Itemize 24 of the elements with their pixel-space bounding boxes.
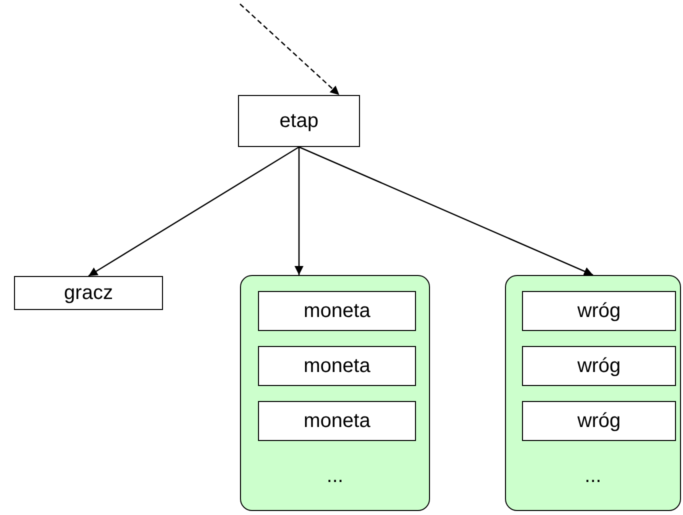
entity-label: gracz bbox=[64, 282, 113, 304]
ellipsis-text: ... bbox=[584, 465, 602, 488]
entity-label: wróg bbox=[577, 354, 621, 378]
container-panel bbox=[240, 275, 430, 511]
entity-box bbox=[522, 346, 676, 386]
entity-box bbox=[258, 346, 416, 386]
entity-label: moneta bbox=[304, 354, 370, 378]
entity-label: etap bbox=[280, 110, 318, 132]
arrow bbox=[240, 4, 340, 96]
arrow bbox=[88, 146, 300, 277]
ellipsis-text: ... bbox=[326, 465, 344, 488]
entity-box bbox=[238, 95, 360, 147]
entity-label: wróg bbox=[577, 410, 621, 432]
arrow bbox=[294, 147, 304, 275]
entity-label: wróg bbox=[577, 300, 621, 322]
entity-box bbox=[14, 276, 163, 310]
arrow bbox=[298, 146, 594, 276]
entity-label: moneta bbox=[304, 410, 370, 432]
entity-box bbox=[522, 291, 676, 331]
entity-box bbox=[258, 291, 416, 331]
container-panel bbox=[505, 275, 681, 511]
entity-box bbox=[522, 401, 676, 441]
entity-label: moneta bbox=[304, 300, 370, 322]
entity-box bbox=[258, 401, 416, 441]
